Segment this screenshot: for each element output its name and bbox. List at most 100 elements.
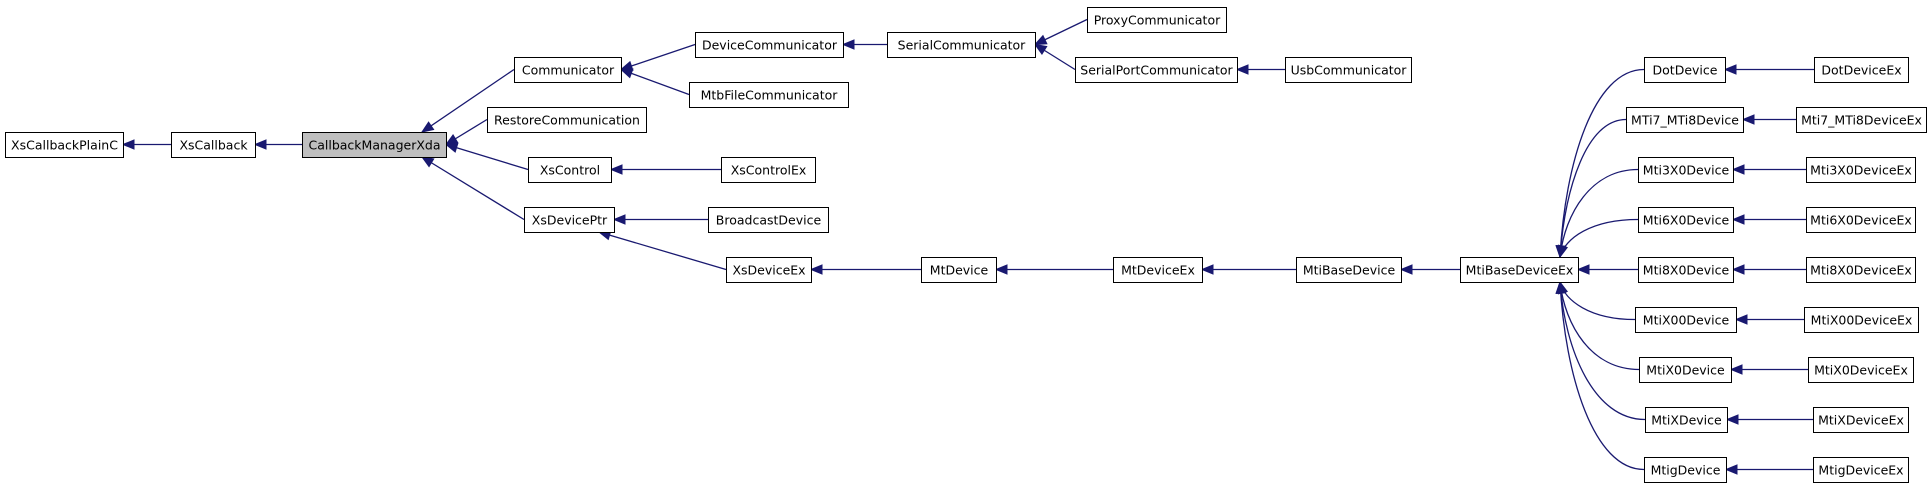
- arrowhead: [1731, 164, 1745, 175]
- class-node-label: XsCallback: [179, 138, 248, 153]
- class-node-box[interactable]: [1804, 307, 1919, 333]
- inheritance-edge: [421, 68, 515, 133]
- class-node[interactable]: XsDeviceEx: [726, 257, 812, 283]
- class-node[interactable]: ProxyCommunicator: [1087, 7, 1227, 33]
- class-node[interactable]: RestoreCommunication: [487, 107, 647, 133]
- class-node-box[interactable]: [1806, 157, 1916, 183]
- class-node-box[interactable]: [1087, 7, 1227, 33]
- class-node-box[interactable]: [721, 157, 816, 183]
- arrowhead: [253, 139, 267, 150]
- class-node[interactable]: Communicator: [514, 57, 622, 83]
- inheritance-edge: [445, 143, 529, 171]
- class-node[interactable]: UsbCommunicator: [1285, 57, 1412, 83]
- arrowhead: [809, 264, 823, 275]
- class-node[interactable]: Mti6X0Device: [1638, 207, 1734, 233]
- class-node-box[interactable]: [487, 107, 647, 133]
- arrowhead: [1741, 114, 1755, 125]
- class-node[interactable]: MtDevice: [921, 257, 997, 283]
- class-node[interactable]: MtigDevice: [1644, 457, 1727, 483]
- class-node-label: UsbCommunicator: [1291, 63, 1408, 78]
- class-node[interactable]: MtiX00Device: [1635, 307, 1737, 333]
- class-node-box[interactable]: [1813, 457, 1909, 483]
- class-node-box[interactable]: [171, 132, 256, 158]
- class-node[interactable]: MtDeviceEx: [1113, 257, 1203, 283]
- class-node[interactable]: MtigDeviceEx: [1813, 457, 1909, 483]
- class-node-box[interactable]: [514, 57, 622, 83]
- class-node[interactable]: CallbackManagerXda: [302, 132, 447, 158]
- class-node[interactable]: Mti3X0Device: [1638, 157, 1734, 183]
- class-node[interactable]: XsCallback: [171, 132, 256, 158]
- arrowhead: [1731, 264, 1745, 275]
- class-node-box[interactable]: [1645, 407, 1728, 433]
- class-node[interactable]: Mti3X0DeviceEx: [1806, 157, 1916, 183]
- class-node-box[interactable]: [1113, 257, 1203, 283]
- inheritance-edge: [598, 231, 727, 271]
- class-node-label: XsDeviceEx: [732, 263, 805, 278]
- class-node-box[interactable]: [887, 32, 1036, 58]
- arrowhead: [1725, 414, 1739, 425]
- class-node-box[interactable]: [689, 82, 849, 108]
- class-node[interactable]: XsControlEx: [721, 157, 816, 183]
- class-node-box[interactable]: [1639, 357, 1732, 383]
- class-node-box[interactable]: [1638, 157, 1734, 183]
- class-node-box[interactable]: [1296, 257, 1402, 283]
- class-node[interactable]: MtiXDevice: [1645, 407, 1728, 433]
- class-node[interactable]: Mti7_MTi8DeviceEx: [1796, 107, 1927, 133]
- class-node-box[interactable]: [1638, 207, 1734, 233]
- arrowhead: [994, 264, 1008, 275]
- class-node-box[interactable]: [1460, 257, 1579, 283]
- class-node[interactable]: MtiXDeviceEx: [1813, 407, 1909, 433]
- class-node-label: Mti7_MTi8DeviceEx: [1801, 113, 1922, 128]
- class-node[interactable]: XsControl: [528, 157, 612, 183]
- class-node[interactable]: MtiX0DeviceEx: [1808, 357, 1914, 383]
- inheritance-edge: [1559, 218, 1639, 258]
- class-node[interactable]: MtiBaseDeviceEx: [1460, 257, 1579, 283]
- class-node-label: MtiXDeviceEx: [1818, 413, 1904, 428]
- class-node-label: MTi7_MTi8Device: [1631, 113, 1739, 128]
- class-node[interactable]: XsCallbackPlainC: [5, 132, 124, 158]
- class-node[interactable]: XsDevicePtr: [524, 207, 615, 233]
- class-node-label: XsCallbackPlainC: [11, 138, 118, 153]
- class-node-box[interactable]: [695, 32, 844, 58]
- class-node[interactable]: MtiBaseDevice: [1296, 257, 1402, 283]
- class-node-label: MtiX00DeviceEx: [1811, 313, 1913, 328]
- class-node-box[interactable]: [528, 157, 612, 183]
- class-node[interactable]: DotDevice: [1644, 57, 1726, 83]
- class-node-box[interactable]: [1644, 457, 1727, 483]
- class-node-label: Mti3X0Device: [1643, 163, 1730, 178]
- class-node-box[interactable]: [1796, 107, 1927, 133]
- class-node[interactable]: BroadcastDevice: [708, 207, 829, 233]
- class-node[interactable]: Mti8X0Device: [1638, 257, 1734, 283]
- class-node-box[interactable]: [1814, 57, 1909, 83]
- class-node-box[interactable]: [1806, 207, 1916, 233]
- class-node[interactable]: MTi7_MTi8Device: [1626, 107, 1744, 133]
- class-node[interactable]: MtbFileCommunicator: [689, 82, 849, 108]
- class-node-box[interactable]: [921, 257, 997, 283]
- class-node-box[interactable]: [1644, 57, 1726, 83]
- class-node-box[interactable]: [1075, 57, 1238, 83]
- class-node[interactable]: SerialPortCommunicator: [1075, 57, 1238, 83]
- class-node-box[interactable]: [1635, 307, 1737, 333]
- class-node-label: RestoreCommunication: [494, 113, 640, 128]
- class-node-box[interactable]: [1285, 57, 1412, 83]
- class-node-box[interactable]: [524, 207, 615, 233]
- class-node[interactable]: Mti8X0DeviceEx: [1806, 257, 1916, 283]
- arrowhead: [612, 214, 626, 225]
- class-node-box[interactable]: [5, 132, 124, 158]
- class-node-box[interactable]: [302, 132, 447, 158]
- class-node[interactable]: Mti6X0DeviceEx: [1806, 207, 1916, 233]
- class-node-label: XsDevicePtr: [532, 213, 608, 228]
- class-node-box[interactable]: [1626, 107, 1744, 133]
- class-node-box[interactable]: [1813, 407, 1909, 433]
- class-node[interactable]: DeviceCommunicator: [695, 32, 844, 58]
- class-node-box[interactable]: [726, 257, 812, 283]
- inheritance-edge: [1559, 118, 1627, 258]
- class-node[interactable]: DotDeviceEx: [1814, 57, 1909, 83]
- class-node[interactable]: MtiX0Device: [1639, 357, 1732, 383]
- class-node-box[interactable]: [1806, 257, 1916, 283]
- class-node[interactable]: MtiX00DeviceEx: [1804, 307, 1919, 333]
- class-node-box[interactable]: [1638, 257, 1734, 283]
- class-node[interactable]: SerialCommunicator: [887, 32, 1036, 58]
- class-node-box[interactable]: [708, 207, 829, 233]
- class-node-box[interactable]: [1808, 357, 1914, 383]
